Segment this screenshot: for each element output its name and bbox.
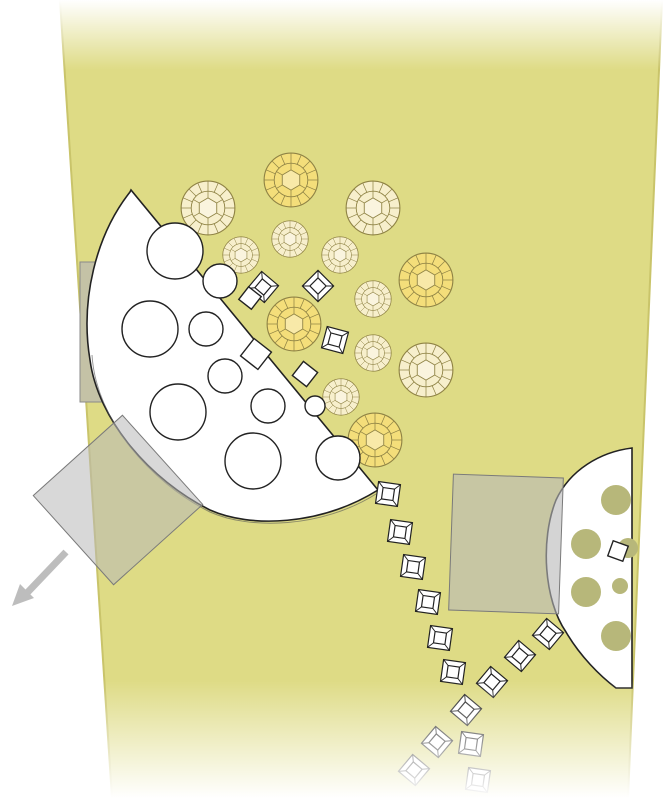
round-gem xyxy=(398,342,454,398)
round-gem xyxy=(398,252,454,308)
plate-hole xyxy=(149,383,207,441)
square-gem xyxy=(374,480,402,508)
square-gem xyxy=(426,624,454,652)
half-disc-plate xyxy=(86,188,380,524)
bottom-fade xyxy=(0,680,666,798)
square-gem xyxy=(386,518,414,546)
square-gem-slot xyxy=(239,337,273,371)
square-gem xyxy=(399,553,427,581)
square-gem-slot xyxy=(237,285,263,311)
square-gem-slot xyxy=(291,360,319,388)
round-gem xyxy=(354,334,392,372)
gray-panel-right xyxy=(448,473,564,615)
plate-hole xyxy=(202,263,238,299)
top-fade xyxy=(0,0,666,70)
plate-hole xyxy=(224,432,282,490)
round-gem xyxy=(345,180,401,236)
plate-holes xyxy=(121,222,361,490)
round-gem xyxy=(271,220,309,258)
square-gem-slot xyxy=(606,539,630,563)
square-gem xyxy=(414,588,442,616)
olive-dot xyxy=(601,621,631,651)
olive-dot xyxy=(601,485,631,515)
plate-hole xyxy=(304,395,326,417)
band-right-edge xyxy=(627,0,663,798)
olive-dot xyxy=(571,529,601,559)
plate-hole xyxy=(121,300,179,358)
square-gem xyxy=(320,325,350,355)
round-gem xyxy=(321,236,359,274)
olive-dot xyxy=(612,578,628,594)
olive-dots xyxy=(571,485,638,651)
plate-hole xyxy=(250,388,286,424)
plate-hole xyxy=(315,435,361,481)
round-gem xyxy=(354,280,392,318)
round-gem xyxy=(266,296,322,352)
plate-hole xyxy=(207,358,243,394)
plate-hole xyxy=(146,222,204,280)
olive-dot xyxy=(571,577,601,607)
plate-hole xyxy=(188,311,224,347)
round-gem xyxy=(322,378,360,416)
arrow-down-left-icon xyxy=(12,549,69,606)
gray-panel-front-left xyxy=(32,414,204,586)
round-gem xyxy=(263,152,319,208)
